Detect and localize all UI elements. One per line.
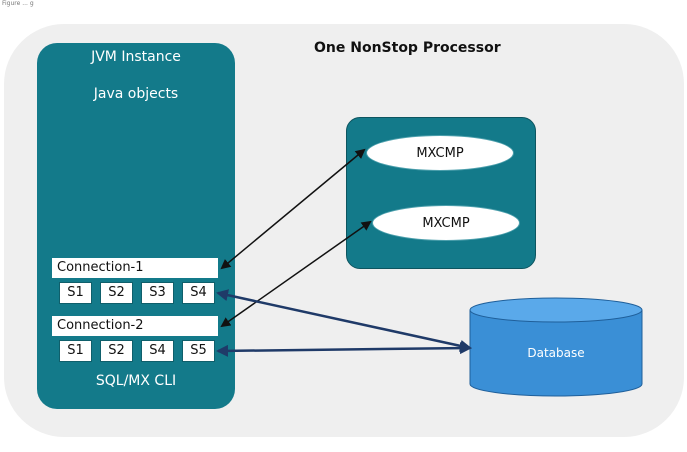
- arrow-connection1-mxcmp1: [220, 148, 366, 270]
- connection-2-label: Connection-2: [52, 316, 218, 336]
- connection-2-statement-s5: S5: [182, 340, 215, 362]
- connection-2-statement-s1: S1: [59, 340, 92, 362]
- connection-1-statement-s3: S3: [141, 282, 174, 304]
- connection-2-statement-s2: S2: [100, 340, 133, 362]
- jvm-title: JVM Instance: [91, 49, 181, 65]
- sql-mx-cli-label: SQL/MX CLI: [95, 373, 177, 389]
- java-objects-label: Java objects: [93, 86, 179, 102]
- connection-1-label: Connection-1: [52, 258, 218, 278]
- database-cylinder: [469, 297, 643, 397]
- database-label: Database: [527, 346, 585, 360]
- mxcmp-process-2: MXCMP: [372, 205, 520, 241]
- connection-2-statement-s4: S4: [141, 340, 174, 362]
- processor-title: One NonStop Processor: [314, 40, 501, 56]
- connection-1-statement-s1: S1: [59, 282, 92, 304]
- arrow-connection1-database: [216, 289, 472, 352]
- connection-1-statement-s2: S2: [100, 282, 133, 304]
- mxcmp-process-1: MXCMP: [366, 135, 514, 171]
- connection-1-statement-s4: S4: [182, 282, 215, 304]
- arrow-connection2-database: [216, 342, 472, 357]
- figure-caption: Figure ... g: [2, 0, 34, 7]
